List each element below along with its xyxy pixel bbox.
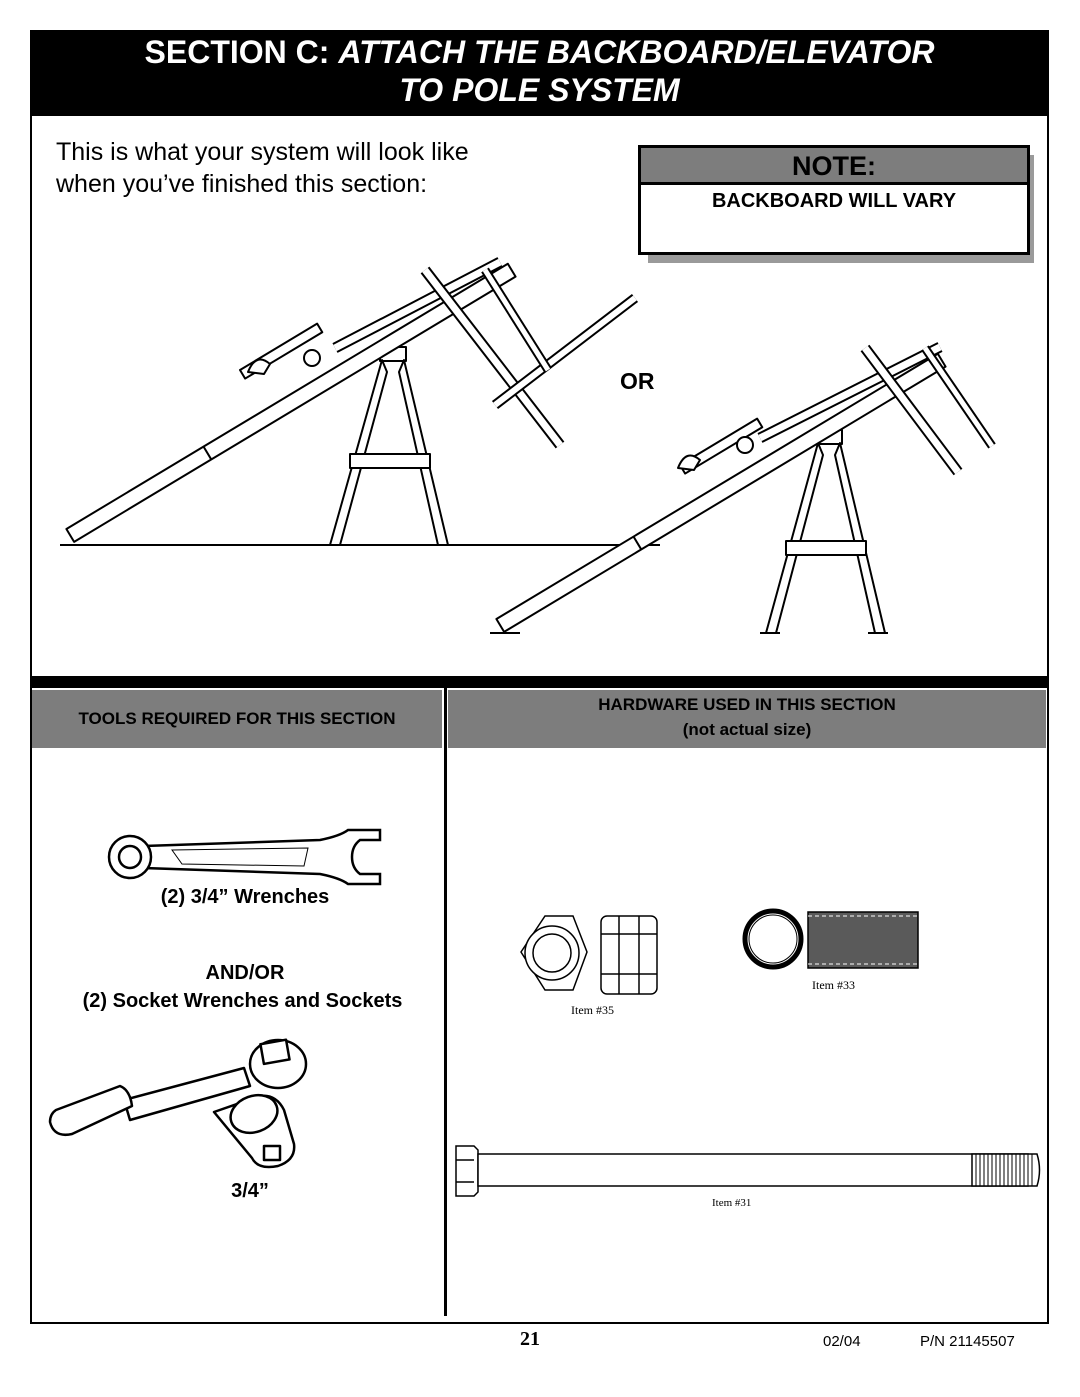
section-header: SECTION C: ATTACH THE BACKBOARD/ELEVATOR… (30, 30, 1049, 116)
hardware-header: HARDWARE USED IN THIS SECTION (not actua… (448, 690, 1046, 748)
spacer-item-label: Item #33 (812, 978, 855, 992)
hardware-header-subtitle: (not actual size) (682, 720, 812, 739)
note-title: NOTE: (638, 145, 1030, 185)
section-title-line1: ATTACH THE BACKBOARD/ELEVATOR (338, 34, 935, 70)
part-number: P/N 21145507 (920, 1333, 1015, 1350)
column-divider (444, 688, 447, 1316)
section-divider (30, 676, 1049, 688)
section-label: SECTION C: (144, 34, 330, 70)
revision-date: 02/04 (823, 1333, 861, 1350)
elevator-right (677, 342, 943, 475)
socket-label: (2) Socket Wrenches and Sockets (82, 990, 403, 1012)
wrench-label: (2) 3/4” Wrenches (160, 886, 330, 908)
or-label: OR (620, 368, 655, 394)
pole-right (495, 352, 947, 633)
wrench-icon (107, 828, 382, 886)
tools-header: TOOLS REQUIRED FOR THIS SECTION (32, 690, 442, 748)
knob-left (247, 358, 271, 375)
sawhorse-right (765, 429, 886, 634)
nut-icon (520, 915, 658, 995)
nut-item-label: Item #35 (571, 1003, 614, 1017)
intro-text: This is what your system will look like … (56, 136, 526, 200)
assembly-illustration (60, 257, 996, 634)
intro-line-2: when you’ve finished this section: (56, 170, 428, 198)
bolt-item-label: Item #31 (712, 1197, 752, 1209)
elevator-left (239, 257, 503, 380)
section-title-line2: TO POLE SYSTEM (399, 72, 680, 108)
socket-wrench-icon (48, 1038, 308, 1169)
tools-hardware-frame (30, 686, 1049, 1324)
bolt-icon (455, 1145, 1041, 1197)
backboard-left (420, 266, 639, 449)
backboard-right (860, 344, 996, 476)
socket-size-label: 3/4” (231, 1180, 269, 1202)
knob-right (677, 454, 701, 471)
page-number: 21 (520, 1328, 540, 1350)
hardware-header-title: HARDWARE USED IN THIS SECTION (598, 695, 896, 714)
note-body: BACKBOARD WILL VARY (711, 190, 957, 212)
and-or-label: AND/OR (205, 962, 285, 984)
pole-left (65, 262, 517, 543)
spacer-icon (742, 908, 919, 970)
intro-line-1: This is what your system will look like (56, 138, 469, 166)
